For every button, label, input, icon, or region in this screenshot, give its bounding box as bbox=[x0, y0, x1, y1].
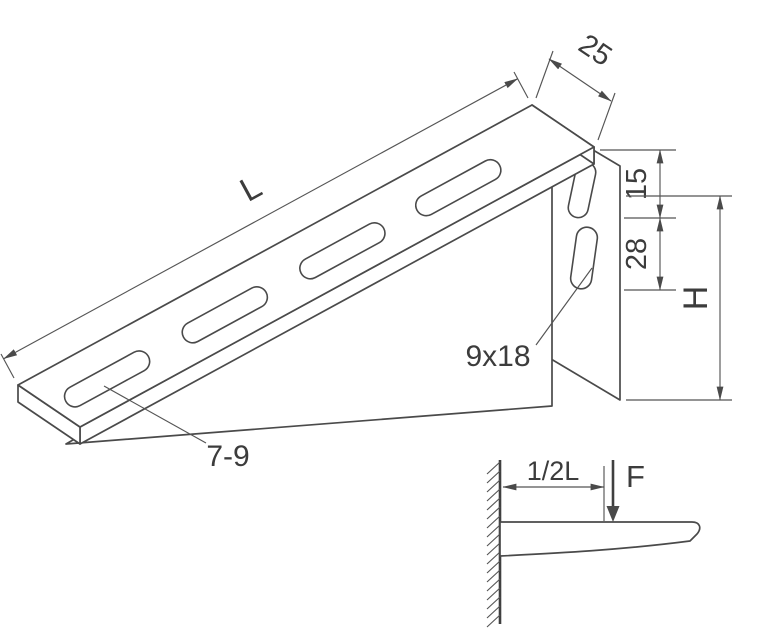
extension-line bbox=[0, 353, 15, 379]
bracket-profile bbox=[499, 521, 701, 557]
force-arrow: F bbox=[606, 459, 645, 522]
dim-label-hole-offset: 15 bbox=[621, 168, 653, 200]
label-arm-slot-width: 7-9 bbox=[206, 440, 249, 473]
extension-line bbox=[513, 71, 529, 99]
dim-label-depth: 25 bbox=[573, 28, 618, 73]
dim-label-load-position: 1/2L bbox=[527, 456, 580, 486]
side-view: 1/2L F bbox=[486, 456, 701, 628]
label-plate-slot-size: 9x18 bbox=[465, 340, 530, 373]
dimension-half-L: 1/2L bbox=[502, 456, 605, 521]
extension-line bbox=[535, 50, 554, 99]
wall-hatching bbox=[486, 461, 501, 628]
leader-line bbox=[535, 267, 593, 346]
dim-label-height: H bbox=[677, 286, 715, 311]
plate-slot-9x18 bbox=[569, 226, 599, 290]
dimension-H: H bbox=[626, 195, 732, 401]
main-view: L 25 15 28 H bbox=[0, 28, 732, 473]
wall bbox=[486, 460, 502, 628]
label-force: F bbox=[626, 459, 645, 494]
dimension-line bbox=[3, 78, 519, 360]
dim-label-hole-spacing: 28 bbox=[621, 238, 653, 270]
dim-label-length: L bbox=[234, 167, 268, 208]
callout-arm-slot: 7-9 bbox=[103, 385, 250, 473]
leader-line bbox=[103, 385, 207, 444]
dimension-28: 28 bbox=[621, 217, 676, 291]
extension-line bbox=[597, 92, 616, 141]
force-arrowhead-icon bbox=[606, 506, 620, 522]
callout-plate-slot: 9x18 bbox=[465, 267, 593, 373]
dimension-15: 15 bbox=[600, 149, 676, 219]
dimension-line bbox=[548, 58, 612, 102]
